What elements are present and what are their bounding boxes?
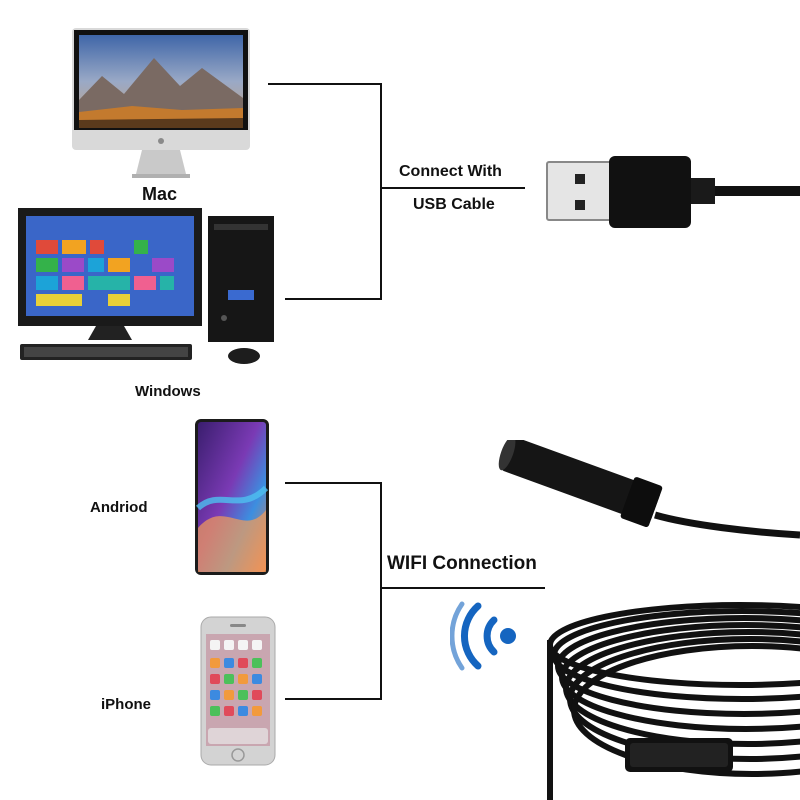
usb-connection-label-line1: Connect With — [399, 163, 502, 180]
desktop-pc-icon — [16, 206, 278, 366]
mac-label: Mac — [142, 184, 178, 204]
android-connector-line — [285, 482, 382, 588]
android-phone-icon — [194, 418, 270, 576]
android-label: Andriod — [90, 499, 148, 516]
iphone-connector-line — [285, 588, 382, 700]
usb-connection-label-line2: USB Cable — [413, 196, 495, 213]
usb-plug-icon — [545, 154, 800, 230]
windows-label: Windows — [135, 383, 201, 400]
wifi-signal-icon — [450, 598, 522, 674]
mac-connector-line — [268, 83, 382, 188]
wifi-connection-label: WIFI Connection — [387, 553, 537, 574]
iphone-label: iPhone — [101, 696, 152, 713]
imac-icon — [72, 28, 250, 178]
endoscope-camera-icon — [490, 440, 800, 800]
iphone-icon — [200, 616, 276, 766]
windows-connector-line — [285, 188, 382, 300]
